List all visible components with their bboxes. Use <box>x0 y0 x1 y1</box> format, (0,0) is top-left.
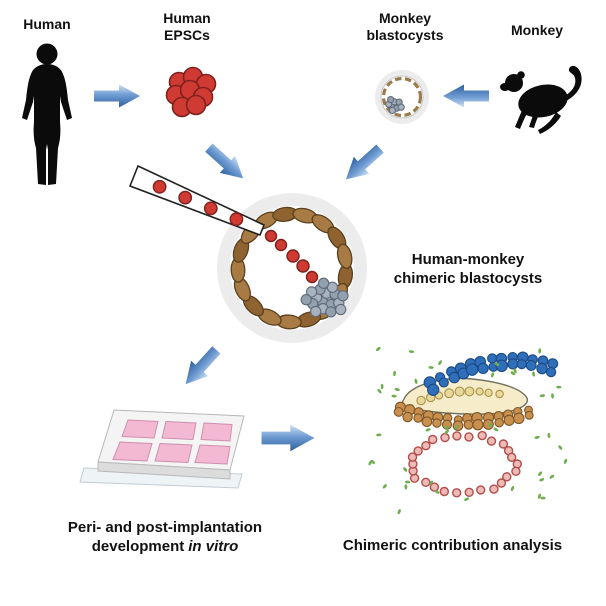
culture-plate <box>79 409 245 489</box>
arrow-chimera-to-culture <box>177 342 225 392</box>
label-chimeric-line1: Human-monkey <box>411 251 525 268</box>
arrow-human-to-epscs <box>94 84 140 108</box>
label-monkey-blastocysts-line2: blastocysts <box>366 27 444 43</box>
label-human: Human <box>23 16 71 32</box>
monkey-silhouette <box>500 65 582 134</box>
label-analysis: Chimeric contribution analysis <box>342 537 563 554</box>
micropipette <box>128 164 288 252</box>
human-silhouette <box>22 43 72 185</box>
monkey-blastocyst <box>375 70 429 124</box>
embryo-outgrowth <box>368 346 568 515</box>
label-monkey-blastocysts-line1: Monkey <box>378 10 432 26</box>
label-development-in-vitro: in vitro <box>188 538 239 555</box>
inner-cell-mass <box>300 277 349 318</box>
label-monkey: Monkey <box>510 22 564 38</box>
label-human-epscs: Human EPSCs <box>142 10 232 44</box>
arrow-monkey-to-blastocyst <box>443 84 489 108</box>
arrow-blastocyst-to-chimera <box>338 140 388 188</box>
label-human-epscs-line1: Human <box>163 10 211 26</box>
pipette-cells <box>152 179 288 252</box>
label-monkey-blastocysts: Monkey blastocysts <box>350 10 460 44</box>
arrow-epscs-to-chimera <box>201 139 251 187</box>
blue-cell-band <box>423 351 559 396</box>
plate-wells <box>112 419 233 465</box>
human-epsc-cluster <box>165 66 217 118</box>
green-cell-scatter <box>368 346 568 515</box>
monkey-inner-cell-mass <box>385 95 405 115</box>
label-chimeric-line2: chimeric blastocysts <box>393 270 543 287</box>
label-development-line2-text: development <box>91 538 185 555</box>
yellow-cell-chain <box>416 386 504 406</box>
arrow-culture-to-analysis <box>261 424 315 452</box>
red-cell-ring <box>407 430 522 498</box>
label-human-epscs-line2: EPSCs <box>164 27 210 43</box>
injected-human-cells <box>286 249 319 284</box>
label-development-line1: Peri- and post-implantation <box>67 519 263 536</box>
chimeric-blastocyst <box>128 164 367 343</box>
brown-cell-chain <box>393 401 534 432</box>
label-chimeric-blastocysts: Human-monkey chimeric blastocysts <box>370 250 566 288</box>
